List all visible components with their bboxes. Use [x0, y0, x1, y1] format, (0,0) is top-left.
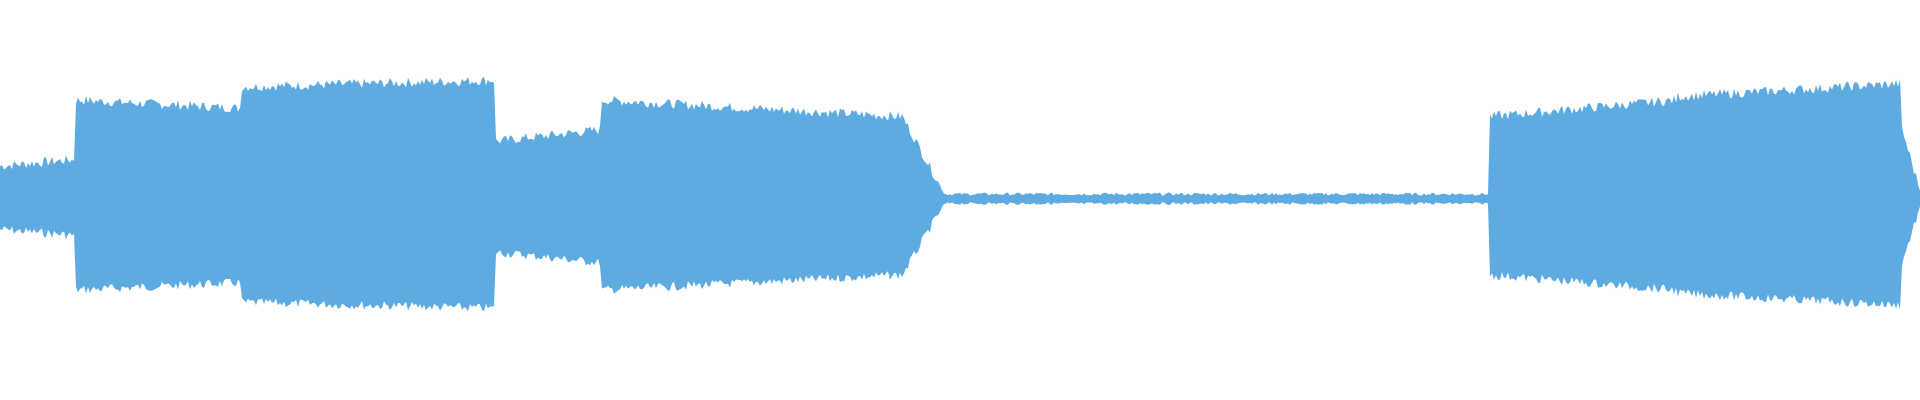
waveform-envelope: [0, 77, 1920, 312]
